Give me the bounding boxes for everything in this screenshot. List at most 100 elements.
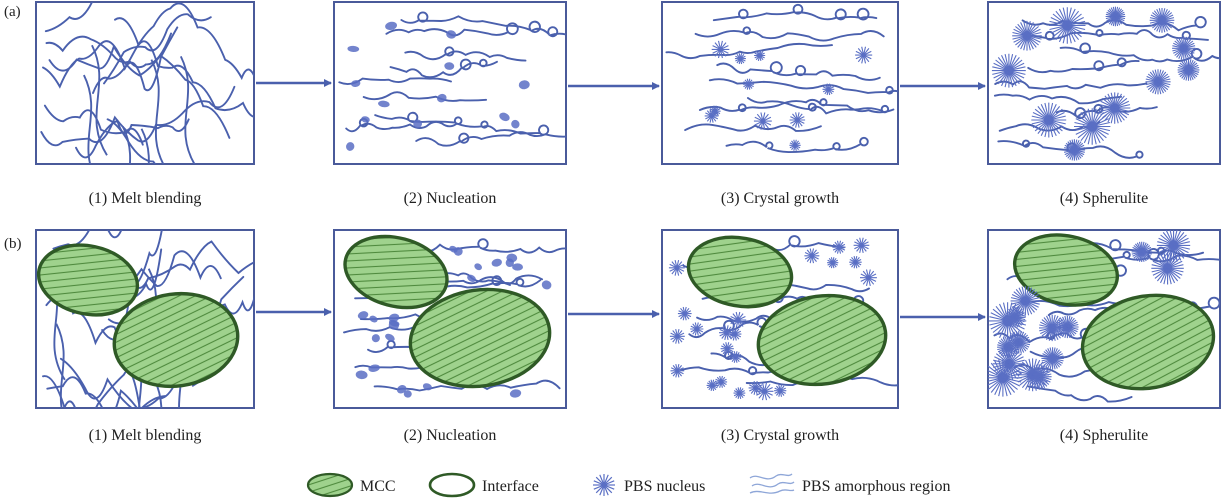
panel-caption: (2) Nucleation <box>404 427 497 444</box>
pbs-nucleus <box>436 93 447 103</box>
pbs-nucleus-star <box>1056 315 1079 339</box>
polymer-chain <box>404 46 527 62</box>
pbs-nucleus <box>388 313 400 323</box>
pbs-nucleus-star <box>729 351 742 363</box>
pbs-nucleus-star <box>832 240 846 254</box>
pbs-nucleus-star <box>668 259 685 276</box>
mcc-particle <box>756 293 888 387</box>
pbs-nucleus <box>346 142 355 151</box>
pbs-nucleus-star <box>1048 7 1086 44</box>
pbs-nucleus-star <box>1073 108 1111 145</box>
pbs-nucleus-star <box>855 46 873 64</box>
legend-item-mcc: MCC <box>306 472 396 498</box>
stage-arrows <box>256 79 986 321</box>
panel-b-melt-blending: (1) Melt blending <box>35 229 255 444</box>
polymer-chain <box>92 2 254 94</box>
polymer-chain <box>42 26 179 92</box>
pbs-nucleus <box>474 263 482 271</box>
pbs-nucleus-star <box>1012 20 1042 51</box>
polymer-chain <box>52 230 123 250</box>
pbs-nucleus-star <box>789 112 806 128</box>
polymer-chain <box>153 378 163 408</box>
pbs-nucleus <box>347 45 360 52</box>
legend: MCC Interface PBS nucleus PBS amorphous … <box>306 472 950 498</box>
pbs-nucleus <box>371 334 380 343</box>
panel-a-melt-blending: (1) Melt blending <box>35 1 255 207</box>
polymer-chain <box>698 98 895 114</box>
polymer-chain <box>385 22 519 37</box>
pbs-nucleus-star <box>804 248 820 264</box>
legend-item-interface: Interface <box>428 472 539 498</box>
nucleus-icon <box>593 474 615 496</box>
polymer-chain <box>665 42 833 60</box>
pbs-nucleus-star <box>677 306 692 321</box>
polymer-chain <box>712 3 878 22</box>
mcc-particle <box>36 243 140 317</box>
polymer-chain <box>40 85 236 147</box>
pbs-nucleus-star <box>1098 92 1131 124</box>
polymer-chain <box>345 117 458 133</box>
pbs-nucleus-star <box>849 255 862 269</box>
pbs-nucleus-star <box>827 257 839 269</box>
panel-b-spherulite: (4) Spherulite <box>987 229 1221 444</box>
polymer-chain <box>55 323 65 408</box>
pbs-nucleus-star <box>711 40 730 59</box>
panel-caption: (4) Spherulite <box>1060 427 1148 444</box>
pbs-nucleus-star <box>704 109 719 123</box>
pbs-nucleus <box>357 311 369 320</box>
panel-content <box>665 3 898 154</box>
pbs-nucleus-star <box>1010 286 1041 316</box>
panel-caption: (2) Nucleation <box>404 190 497 207</box>
panel-caption: (3) Crystal growth <box>721 427 839 444</box>
polymer-chain <box>708 78 898 95</box>
polymer-chain <box>91 44 108 156</box>
pbs-nucleus-star <box>853 237 870 254</box>
pbs-nucleus <box>467 274 476 282</box>
pbs-nucleus-star <box>1145 69 1171 95</box>
pbs-nucleus-star <box>992 347 1026 380</box>
polymer-chain <box>45 32 173 69</box>
pbs-nucleus-star <box>1151 251 1184 285</box>
panel-content <box>40 2 254 164</box>
panel-caption: (1) Melt blending <box>89 427 202 444</box>
mcc-particle <box>343 234 449 310</box>
polymer-chain <box>103 13 212 85</box>
panel-content <box>338 11 566 151</box>
pbs-nucleus <box>511 119 520 129</box>
panel-a-spherulite: (4) Spherulite <box>987 1 1221 207</box>
panel-b-crystal-growth: (3) Crystal growth <box>661 229 899 444</box>
mcc-particle <box>686 235 794 309</box>
pbs-nucleus <box>378 100 390 108</box>
pbs-nucleus-star <box>1041 347 1064 370</box>
polymer-chain <box>46 376 139 408</box>
polymer-chain <box>1021 16 1207 32</box>
polymer-chain <box>389 58 498 79</box>
panel-b-nucleation: (2) Nucleation <box>333 229 567 444</box>
pbs-nucleus-star <box>1177 58 1200 81</box>
pbs-nucleus-star <box>706 379 719 392</box>
panel-caption: (4) Spherulite <box>1060 190 1148 207</box>
polymer-chain <box>83 74 93 164</box>
pbs-nucleus-star <box>1172 36 1196 60</box>
pbs-nucleus <box>385 333 395 342</box>
pbs-nucleus-star <box>1149 7 1175 33</box>
amorphous-chain-icon <box>749 473 795 494</box>
panel-content <box>991 6 1220 161</box>
pbs-nucleus <box>509 389 522 398</box>
pbs-nucleus <box>422 383 432 391</box>
panel-a-crystal-growth: (3) Crystal growth <box>661 1 899 207</box>
polymer-chain <box>1059 42 1220 63</box>
panel-a-nucleation: (2) Nucleation <box>333 1 567 207</box>
polymer-chain <box>48 44 231 139</box>
pbs-nucleus <box>385 21 398 31</box>
pbs-nucleus-star <box>859 269 877 287</box>
pbs-nucleus <box>369 315 378 323</box>
legend-label-interface: Interface <box>482 478 539 495</box>
pbs-nucleus-star <box>729 311 747 329</box>
pbs-nucleus <box>506 253 518 263</box>
panel-content <box>36 230 254 408</box>
panel-content <box>668 235 898 401</box>
panel-content <box>988 230 1220 403</box>
mcc-particle <box>408 287 552 389</box>
